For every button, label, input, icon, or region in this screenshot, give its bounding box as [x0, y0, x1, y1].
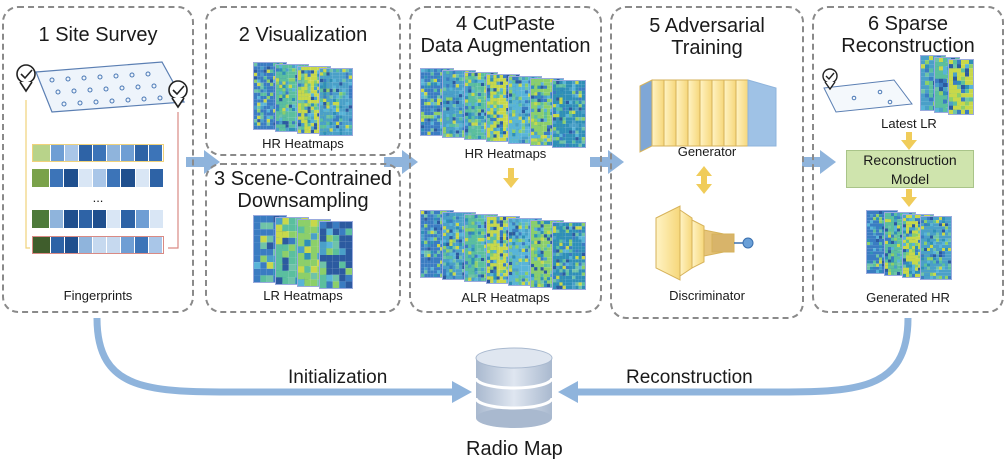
- panel-title: 2 Visualization: [238, 24, 368, 46]
- caption-generator: Generator: [677, 144, 737, 159]
- panel-title: 6 Sparse: [867, 13, 949, 35]
- heatmap: [948, 59, 974, 115]
- fingerprint-cell: [149, 169, 163, 187]
- fingerprint-cell: [92, 210, 107, 228]
- fingerprint-row: [32, 210, 164, 228]
- reconstruction-curve: [575, 317, 912, 396]
- heatmap: [552, 80, 586, 148]
- fingerprint-cell: [120, 237, 134, 253]
- caption-alr-heatmaps: ALR Heatmaps: [461, 290, 550, 305]
- fingerprint-cell: [78, 237, 92, 253]
- fingerprint-cell: [135, 169, 149, 187]
- down-arrow-icon: [901, 189, 917, 207]
- fingerprint-cell: [64, 169, 78, 187]
- fingerprint-row: [32, 169, 164, 187]
- heatmap: [920, 216, 952, 280]
- panel-title: Downsampling: [237, 190, 369, 212]
- fingerprint-cell: [135, 210, 149, 228]
- fingerprint-cell: [50, 237, 64, 253]
- generator-network-icon: [639, 79, 777, 153]
- fingerprint-cell: [92, 237, 106, 253]
- heatmap: [319, 68, 353, 136]
- fingerprint-cell: [50, 169, 64, 187]
- fingerprint-cell: [149, 237, 163, 253]
- fingerprint-cell: [64, 210, 78, 228]
- fingerprint-cell: [149, 145, 163, 161]
- fingerprint-cell: [50, 210, 64, 228]
- fingerprint-cell: [106, 145, 120, 161]
- panel-title: 5 Adversarial: [649, 15, 765, 37]
- caption-hr-heatmaps: HR Heatmaps: [262, 136, 344, 151]
- pin-connector-line: [168, 112, 179, 249]
- panel-adversarial: [610, 6, 804, 319]
- reconstruction-arrowhead: [558, 381, 578, 403]
- sparse-floor-plate: [823, 79, 913, 113]
- database-icon: [474, 347, 554, 428]
- panel-title: Data Augmentation: [420, 35, 591, 57]
- heatmap: [319, 221, 353, 289]
- site-floor-grid: [35, 61, 185, 113]
- model-label-line1: Reconstruction: [863, 152, 957, 168]
- panel-sparse-reconstruction: [812, 6, 1004, 313]
- fingerprint-cell: [64, 237, 78, 253]
- fingerprint-row: [32, 144, 164, 162]
- location-pin-icon: [16, 64, 36, 93]
- down-arrow-icon: [503, 168, 519, 188]
- location-pin-icon: [168, 80, 188, 109]
- fingerprint-cell: [135, 237, 149, 253]
- fingerprint-cell: [107, 169, 121, 187]
- fingerprint-cell: [135, 145, 149, 161]
- panel-cutpaste: [409, 6, 602, 313]
- caption-cutpaste-hr: HR Heatmaps: [464, 146, 547, 161]
- reconstruction-model-box: Reconstruction Model: [846, 150, 974, 188]
- panel-downsampling: [205, 163, 401, 313]
- edge-label-reconstruction: Reconstruction: [626, 367, 753, 388]
- panel-site-survey: [2, 6, 194, 313]
- fingerprint-cell: [78, 210, 92, 228]
- panel-title: 4 CutPaste: [456, 13, 555, 35]
- down-arrow-icon: [901, 132, 917, 150]
- caption-lr-heatmaps: LR Heatmaps: [263, 288, 343, 303]
- fingerprint-cell: [33, 237, 50, 253]
- radio-map-label: Radio Map: [466, 438, 563, 460]
- fingerprint-cell: [32, 210, 50, 228]
- fingerprint-cell: [92, 145, 106, 161]
- fingerprint-cell: [92, 169, 107, 187]
- panel-title: Training: [671, 37, 743, 59]
- double-arrow-icon: [696, 166, 712, 194]
- edge-label-initialization: Initialization: [288, 367, 388, 388]
- ellipsis: ...: [92, 190, 104, 205]
- fingerprint-cell: [78, 169, 92, 187]
- initialization-arrowhead: [452, 381, 472, 403]
- initialization-curve: [93, 317, 455, 396]
- fingerprint-cell: [32, 169, 50, 187]
- location-pin-icon: [822, 68, 838, 91]
- fingerprint-row: [32, 236, 164, 254]
- fingerprint-cell: [50, 145, 64, 161]
- panel-title: 1 Site Survey: [38, 24, 158, 46]
- heatmap: [552, 222, 586, 290]
- caption-fingerprints: Fingerprints: [63, 288, 133, 303]
- panel-title: Reconstruction: [841, 35, 975, 57]
- fingerprint-cell: [107, 210, 121, 228]
- caption-latest-lr: Latest LR: [881, 116, 937, 131]
- fingerprint-cell: [106, 237, 120, 253]
- panel-title: 3 Scene-Contrained: [214, 168, 392, 190]
- flow-arrow-4-5: [590, 150, 624, 174]
- caption-discriminator: Discriminator: [669, 288, 745, 303]
- fingerprint-cell: [33, 145, 50, 161]
- pin-connector-line: [25, 100, 30, 249]
- fingerprint-cell: [121, 210, 135, 228]
- model-label-line2: Model: [890, 171, 930, 187]
- fingerprint-cell: [149, 210, 163, 228]
- flow-arrow-5-6: [802, 150, 836, 174]
- caption-generated-hr: Generated HR: [866, 290, 950, 305]
- fingerprint-cell: [64, 145, 78, 161]
- fingerprint-cell: [78, 145, 92, 161]
- fingerprint-cell: [120, 145, 134, 161]
- discriminator-network-icon: [655, 205, 754, 281]
- fingerprint-cell: [121, 169, 135, 187]
- panel-visualization: [205, 6, 401, 156]
